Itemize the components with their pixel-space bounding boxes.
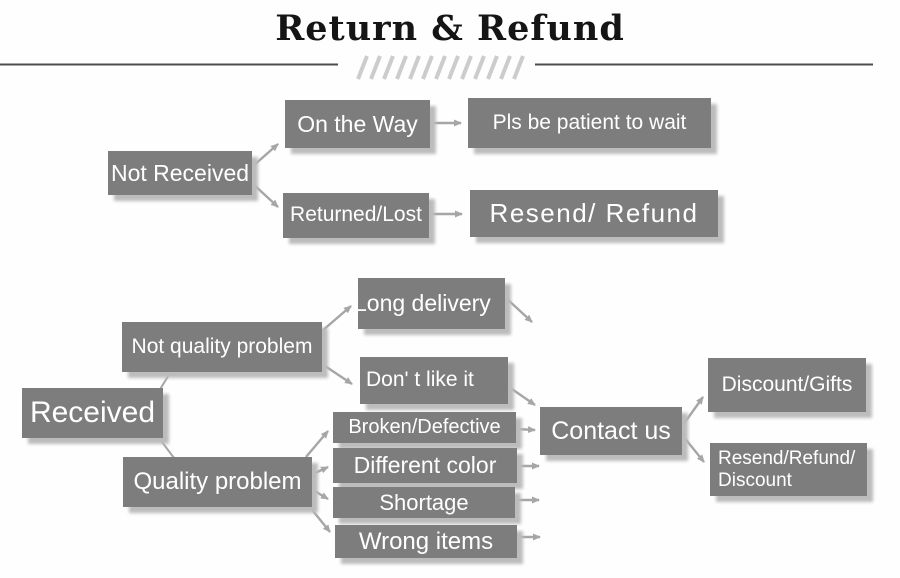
node-quality-problem: Quality problem — [123, 457, 312, 507]
node-label: Broken/Defective — [348, 416, 501, 438]
node-not-quality-problem: Not quality problem — [122, 322, 322, 372]
arrow-long-delivery-out — [506, 298, 533, 323]
node-received: Received — [22, 388, 163, 438]
node-shortage: Shortage — [333, 487, 515, 518]
node-returned-lost: Returned/Lost — [283, 193, 429, 238]
node-pls-be-patient: Pls be patient to wait — [468, 98, 711, 148]
arrow-contact-us-to-discount-gifts — [682, 396, 704, 426]
node-long-delivery: Long delivery — [358, 278, 505, 329]
node-label: Discount/Gifts — [721, 372, 853, 396]
node-label: Returned/Lost — [290, 203, 422, 227]
node-resend-refund-discount: Resend/Refund/ Discount — [710, 443, 867, 496]
node-label: Not quality problem — [131, 334, 313, 358]
node-not-received: Not Received — [108, 151, 252, 195]
arrow-broken-to-contact-us — [515, 426, 536, 434]
arrow-quality-to-shortage — [312, 488, 329, 501]
node-label: On the Way — [297, 110, 418, 137]
arrow-not-received-to-on-the-way — [252, 143, 279, 167]
node-label: Resend/Refund/ Discount — [718, 447, 856, 491]
arrow-quality-to-wrong-items — [308, 505, 331, 533]
node-resend-refund: Resend/ Refund — [470, 190, 718, 237]
node-label: Contact us — [551, 416, 671, 445]
arrow-contact-us-to-resend-refund-discount — [682, 435, 705, 463]
node-label: Resend/ Refund — [489, 197, 699, 228]
page-title: Return & Refund — [275, 8, 625, 49]
node-dont-like-it: Don' t like it — [360, 357, 508, 404]
node-label: Not Received — [110, 159, 250, 186]
arrow-not-quality-to-long-delivery — [321, 305, 352, 332]
node-discount-gifts: Discount/Gifts — [708, 358, 866, 412]
node-broken-defective: Broken/Defective — [333, 412, 516, 443]
node-contact-us: Contact us — [540, 407, 682, 455]
node-label: Different color — [353, 452, 497, 479]
arrow-quality-to-different-color — [312, 465, 329, 476]
arrow-quality-to-broken — [305, 430, 329, 458]
node-wrong-items: Wrong items — [335, 525, 517, 558]
node-on-the-way: On the Way — [285, 100, 430, 148]
node-label: Shortage — [379, 489, 469, 515]
node-label: Wrong items — [358, 527, 494, 555]
node-different-color: Different color — [333, 448, 517, 483]
node-label: Long delivery — [358, 290, 491, 317]
hatch-decoration — [356, 55, 525, 80]
arrow-not-quality-to-dont-like — [321, 363, 353, 385]
node-label: Pls be patient to wait — [492, 110, 687, 134]
node-label: Don' t like it — [366, 368, 474, 392]
node-label: Received — [29, 396, 156, 430]
arrow-dont-like-to-contact-us — [508, 386, 536, 406]
arrow-not-received-to-returned-lost — [252, 183, 279, 208]
line-received-to-quality — [158, 437, 175, 459]
node-label: Quality problem — [133, 468, 302, 496]
